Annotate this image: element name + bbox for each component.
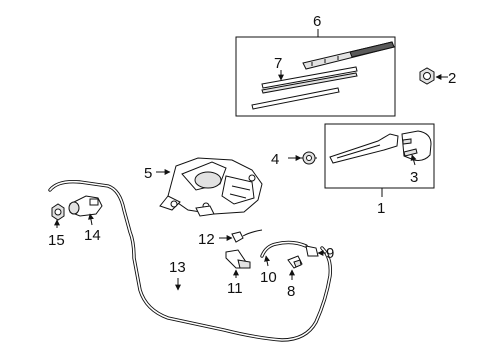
callout-15: 15 [48, 232, 65, 249]
washer-hose-13 [48, 179, 333, 342]
nut-15 [51, 203, 65, 221]
connector-12 [231, 229, 263, 243]
callout-8: 8 [287, 283, 295, 300]
blade-callout-box [235, 36, 396, 117]
callout-1: 1 [377, 200, 385, 217]
check-valve-11 [225, 249, 251, 269]
arm-callout-box [324, 123, 435, 189]
callout-9: 9 [326, 245, 334, 262]
leader-10 [264, 255, 271, 267]
wiper-arm [329, 133, 399, 164]
callout-2: 2 [448, 70, 456, 87]
callout-3: 3 [410, 169, 418, 186]
grommet-4 [301, 151, 317, 165]
callout-5: 5 [144, 165, 152, 182]
callout-10: 10 [260, 269, 277, 286]
wiper-rubber-strip [251, 87, 340, 110]
hose-joint-9 [305, 245, 319, 257]
clip-8 [287, 255, 303, 269]
leader-3 [410, 154, 417, 166]
callout-13: 13 [169, 259, 186, 276]
blade-assembly-group: 7 [235, 36, 396, 117]
washer-nozzle-14 [68, 195, 103, 217]
callout-11: 11 [227, 280, 243, 297]
callout-6: 6 [313, 13, 321, 30]
wiper-motor [159, 157, 263, 217]
callout-14: 14 [84, 227, 101, 244]
hose-segment-10 [260, 240, 308, 258]
callout-4: 4 [271, 151, 279, 168]
wiper-blade [302, 41, 395, 70]
wiper-insert [261, 66, 358, 94]
arm-assembly-group: 3 [324, 123, 435, 189]
leader-14 [88, 213, 94, 226]
arm-clip-3 [402, 138, 418, 157]
callout-7: 7 [274, 55, 282, 72]
nut-2 [419, 67, 435, 85]
callout-12: 12 [198, 231, 215, 248]
